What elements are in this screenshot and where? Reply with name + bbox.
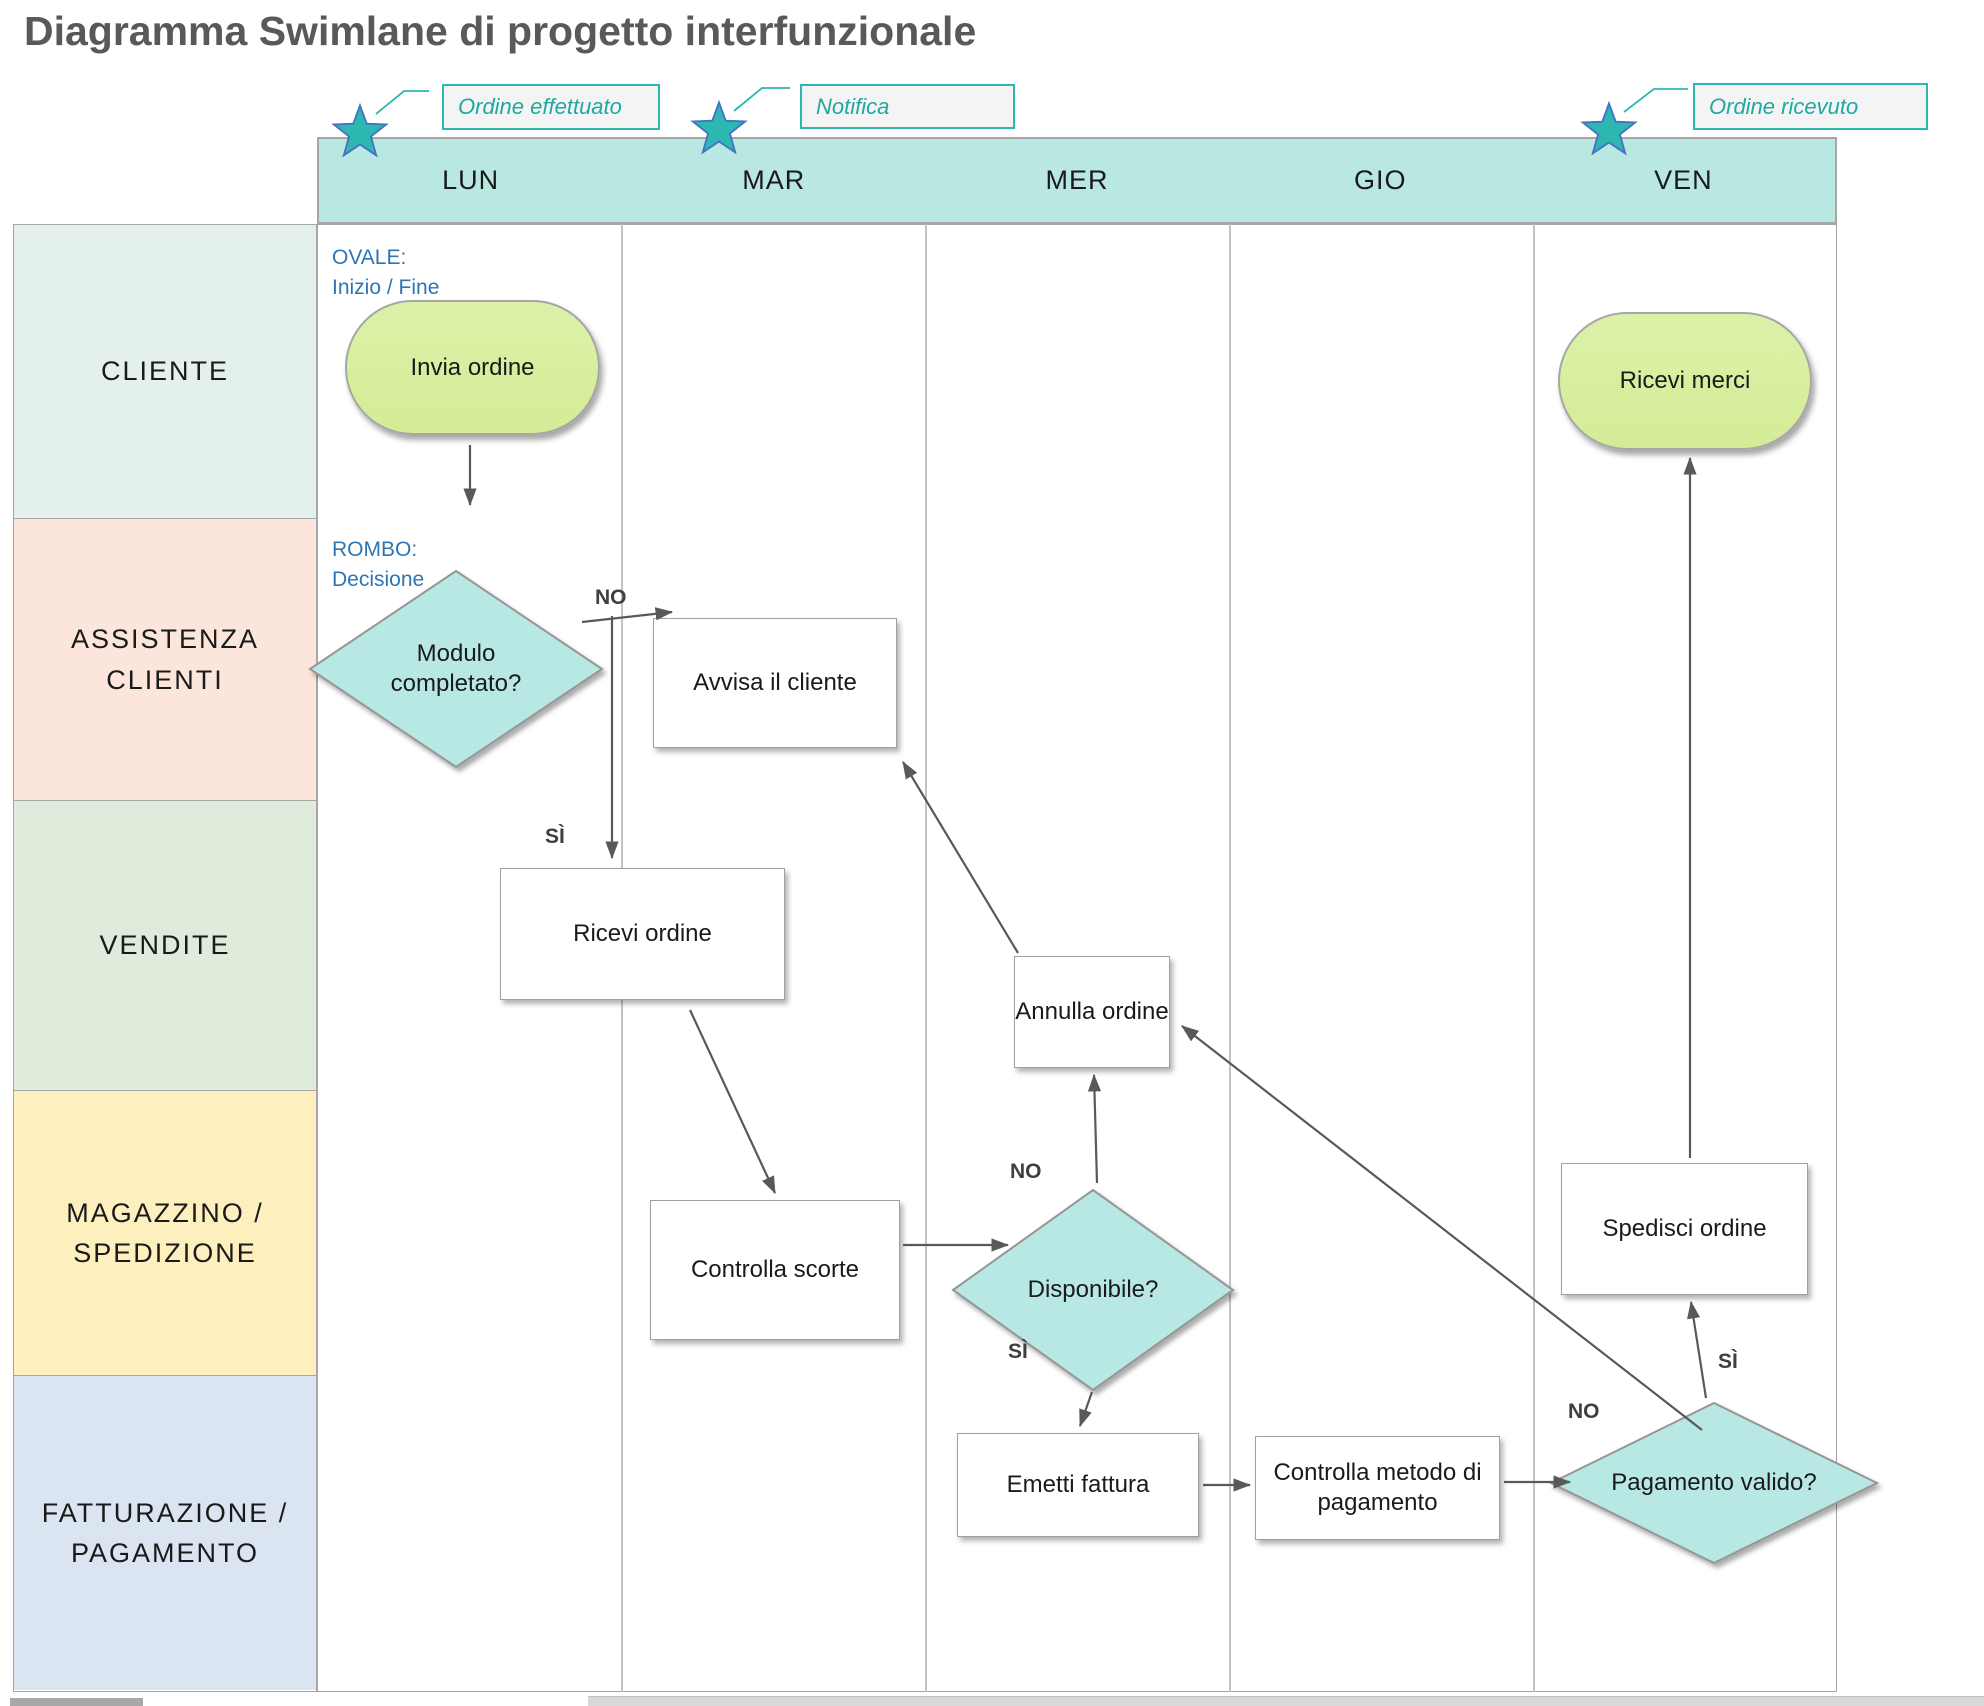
node-modulo-completato-label: Modulo completato? (356, 609, 556, 729)
node-avvisa-il-cliente[interactable]: Avvisa il cliente (653, 618, 897, 748)
lane-label: FATTURAZIONE / PAGAMENTO (41, 1497, 289, 1569)
sheet-tab-bar[interactable] (10, 1698, 143, 1706)
legend-diamond: ROMBO: Decisione (332, 535, 424, 595)
lane-assistenza-clienti: ASSISTENZA CLIENTI (14, 519, 316, 801)
node-label: Pagamento valido? (1611, 1469, 1817, 1496)
node-pagamento-valido-label: Pagamento valido? (1604, 1423, 1824, 1543)
node-emetti-fattura[interactable]: Emetti fattura (957, 1433, 1199, 1537)
branch-label-no-pagamento: NO (1568, 1400, 1600, 1423)
node-label: Avvisa il cliente (693, 669, 857, 696)
node-controlla-scorte[interactable]: Controlla scorte (650, 1200, 900, 1340)
lane-cliente: CLIENTE (14, 225, 316, 519)
callout-ordine-effettuato[interactable]: Ordine effettuato (442, 84, 660, 130)
node-label: Emetti fattura (1006, 1471, 1150, 1498)
node-label: Invia ordine (410, 353, 535, 381)
callout-label: Ordine effettuato (458, 94, 622, 119)
branch-label-si-pagamento: SÌ (1718, 1350, 1738, 1373)
node-label: Controlla metodo di pagamento (1273, 1459, 1482, 1516)
node-invia-ordine[interactable]: Invia ordine (345, 300, 600, 435)
legend-diamond-title: ROMBO: (332, 538, 418, 561)
callout-leader-line (733, 87, 790, 112)
node-label: Modulo completato? (390, 640, 522, 697)
lane-magazzino-spedizione: MAGAZZINO / SPEDIZIONE (14, 1091, 316, 1376)
branch-label-no-disponibile: NO (1010, 1160, 1042, 1183)
day-header-gio: GIO (1353, 165, 1407, 195)
day-header-ven: VEN (1654, 165, 1713, 195)
node-label: Controlla scorte (690, 1256, 860, 1283)
node-label: Ricevi ordine (573, 920, 712, 947)
branch-label-si-disponibile: SÌ (1008, 1340, 1028, 1363)
node-label: Annulla ordine (1015, 998, 1169, 1025)
node-annulla-ordine[interactable]: Annulla ordine (1014, 956, 1170, 1068)
callout-notifica[interactable]: Notifica (800, 84, 1015, 129)
node-spedisci-ordine[interactable]: Spedisci ordine (1561, 1163, 1808, 1295)
column-divider (1533, 224, 1535, 1692)
lane-vendite: VENDITE (14, 801, 316, 1091)
lane-fatturazione-pagamento: FATTURAZIONE / PAGAMENTO (14, 1376, 316, 1690)
node-label: Disponibile? (1027, 1276, 1159, 1303)
node-ricevi-merci[interactable]: Ricevi merci (1558, 312, 1812, 450)
node-label: Spedisci ordine (1602, 1215, 1767, 1242)
branch-label-si-modulo: SÌ (545, 825, 565, 848)
column-divider (925, 224, 927, 1692)
callout-label: Notifica (816, 93, 890, 119)
callout-leader-line (375, 90, 429, 115)
callout-label: Ordine ricevuto (1709, 93, 1859, 119)
node-ricevi-ordine[interactable]: Ricevi ordine (500, 868, 785, 1000)
branch-label-no-modulo: NO (595, 586, 627, 609)
callout-leader-line (1623, 88, 1688, 113)
horizontal-scrollbar[interactable] (588, 1696, 1984, 1706)
callout-ordine-ricevuto[interactable]: Ordine ricevuto (1693, 83, 1928, 130)
column-divider (1229, 224, 1231, 1692)
legend-oval: OVALE: Inizio / Fine (332, 243, 439, 303)
legend-diamond-desc: Decisione (332, 568, 425, 591)
lane-label-column: CLIENTE ASSISTENZA CLIENTI VENDITE MAGAZ… (13, 224, 317, 1692)
day-header-row: LUN MAR MER GIO VEN (317, 137, 1837, 224)
day-header-mer: MER (1045, 165, 1109, 195)
day-header-lun: LUN (442, 165, 500, 195)
lane-label: MAGAZZINO / SPEDIZIONE (66, 1197, 264, 1269)
day-header-mar: MAR (742, 165, 806, 195)
node-disponibile-label: Disponibile? (993, 1240, 1193, 1340)
node-label: Ricevi merci (1619, 367, 1751, 394)
page-title: Diagramma Swimlane di progetto interfunz… (24, 8, 977, 54)
legend-oval-desc: Inizio / Fine (332, 276, 440, 299)
node-controlla-metodo-pagamento[interactable]: Controlla metodo di pagamento (1255, 1436, 1500, 1540)
lane-label: ASSISTENZA CLIENTI (70, 624, 260, 695)
legend-oval-title: OVALE: (332, 246, 407, 269)
lane-label: CLIENTE (100, 356, 230, 387)
lane-label: VENDITE (99, 930, 231, 961)
